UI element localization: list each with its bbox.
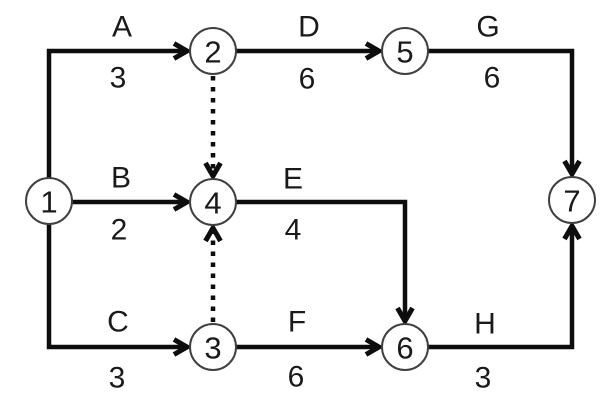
activity-label-C: C <box>107 306 129 339</box>
event-node-label-1: 1 <box>40 185 57 220</box>
event-node-label-7: 7 <box>563 184 580 219</box>
nodes-layer <box>25 27 596 371</box>
edges-layer <box>46 41 582 357</box>
activity-label-B: B <box>111 162 131 195</box>
duration-label-B: 2 <box>111 214 128 247</box>
duration-label-C: 3 <box>109 362 126 395</box>
activity-label-E: E <box>283 163 303 196</box>
activity-edge-H <box>428 220 582 350</box>
activity-label-G: G <box>476 11 499 44</box>
activity-edge-A <box>46 41 193 178</box>
activity-label-H: H <box>474 308 496 341</box>
event-node-2 <box>189 27 237 75</box>
event-node-6 <box>381 323 429 371</box>
activity-edge-G <box>428 48 582 180</box>
duration-label-H: 3 <box>475 362 492 395</box>
event-node-label-3: 3 <box>204 331 221 366</box>
duration-label-G: 6 <box>484 62 501 95</box>
duration-label-A: 3 <box>110 62 127 95</box>
duration-label-E: 4 <box>285 214 302 247</box>
duration-label-D: 6 <box>299 63 316 96</box>
event-node-label-2: 2 <box>204 35 221 70</box>
activity-label-F: F <box>288 306 306 339</box>
activity-edge-C <box>46 224 193 357</box>
event-node-label-6: 6 <box>396 331 413 366</box>
event-node-label-5: 5 <box>396 35 413 70</box>
event-node-1 <box>25 177 73 225</box>
event-node-3 <box>189 323 237 371</box>
activity-label-D: D <box>298 11 320 44</box>
event-node-7 <box>548 176 596 224</box>
event-node-label-4: 4 <box>204 186 221 221</box>
event-node-4 <box>189 178 237 226</box>
activity-edge-E <box>236 199 415 327</box>
activity-label-A: A <box>112 11 132 44</box>
event-node-5 <box>381 27 429 75</box>
duration-label-F: 6 <box>288 361 305 394</box>
